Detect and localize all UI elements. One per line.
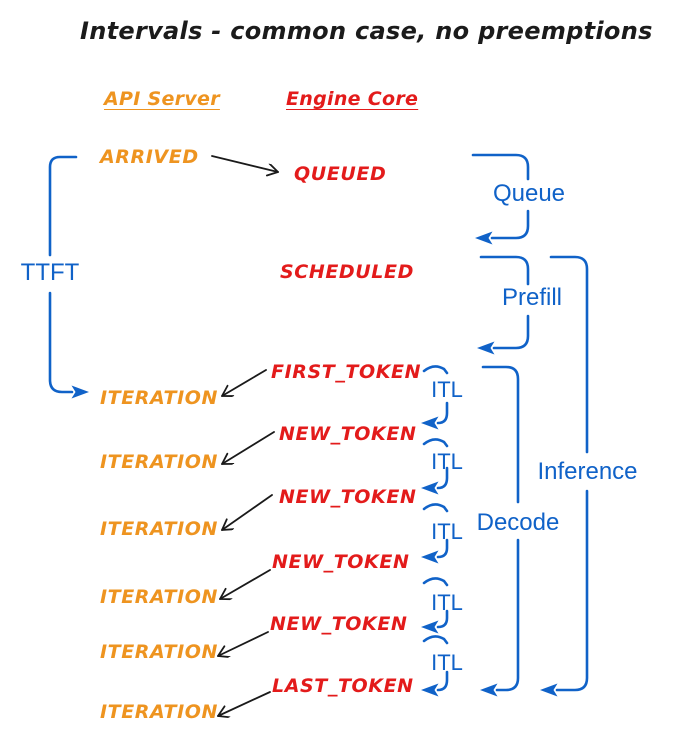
interval-label-inference: Inference	[537, 458, 638, 485]
event-new-token-3: NEW_TOKEN	[272, 551, 410, 573]
itl2-bracket-arrow	[421, 466, 449, 495]
event-queued: QUEUED	[294, 163, 387, 185]
event-iteration-1: ITERATION	[100, 387, 219, 409]
itl1-bracket-arrow	[421, 401, 449, 430]
event-iteration-6: ITERATION	[100, 701, 219, 723]
interval-label-ttft: TTFT	[20, 259, 80, 286]
interval-label-itl-4: ITL	[431, 590, 463, 615]
arrow-arrived-to-queued	[211, 155, 279, 172]
prefill-bracket-top	[479, 255, 530, 286]
arrow-last-token-to-iteration	[217, 691, 271, 716]
event-iteration-5: ITERATION	[100, 641, 219, 663]
itl3-bracket-arrow	[421, 538, 449, 564]
interval-label-itl-5: ITL	[431, 650, 463, 675]
decode-bracket-arrow	[480, 538, 520, 697]
event-last-token: LAST_TOKEN	[272, 675, 414, 697]
event-new-token-2: NEW_TOKEN	[279, 486, 417, 508]
interval-label-decode: Decode	[476, 509, 560, 536]
event-iteration-2: ITERATION	[100, 451, 219, 473]
inference-bracket-top	[549, 255, 589, 454]
interval-label-prefill: Prefill	[501, 284, 562, 311]
event-new-token-1: NEW_TOKEN	[279, 423, 417, 445]
queue-bracket-top	[471, 153, 530, 181]
column-header-engine-core: Engine Core	[286, 88, 419, 110]
decode-bracket-top	[481, 365, 520, 504]
itl5-bracket-top	[422, 635, 449, 645]
inference-bracket-arrow	[540, 489, 589, 697]
interval-label-itl-2: ITL	[431, 449, 463, 474]
prefill-bracket-arrow	[477, 314, 530, 355]
ttft-bracket-arrow	[48, 291, 89, 399]
arrow-new-token3-to-iteration	[219, 569, 271, 599]
event-arrived: ARRIVED	[100, 146, 199, 168]
event-first-token: FIRST_TOKEN	[271, 361, 422, 383]
event-iteration-3: ITERATION	[100, 518, 219, 540]
interval-label-itl-3: ITL	[431, 519, 463, 544]
diagram-title: Intervals - common case, no preemptions	[80, 17, 653, 45]
event-iteration-4: ITERATION	[100, 586, 219, 608]
arrow-new-token1-to-iteration	[221, 431, 275, 465]
arrow-new-token2-to-iteration	[221, 494, 273, 531]
event-new-token-4: NEW_TOKEN	[270, 613, 408, 635]
event-scheduled: SCHEDULED	[280, 261, 414, 283]
itl3-bracket-top	[422, 503, 449, 513]
itl5-bracket-arrow	[421, 670, 449, 697]
column-header-api-server: API Server	[104, 88, 220, 110]
itl4-bracket-top	[422, 577, 449, 587]
ttft-bracket-top	[48, 155, 78, 257]
arrow-first-token-to-iteration	[221, 369, 267, 396]
arrow-new-token4-to-iteration	[217, 631, 269, 656]
itl4-bracket-arrow	[421, 609, 449, 634]
itl1-bracket-top	[422, 365, 449, 375]
interval-label-queue: Queue	[492, 180, 566, 207]
interval-label-itl-1: ITL	[431, 377, 463, 402]
itl2-bracket-top	[422, 438, 449, 448]
queue-bracket-arrow	[475, 209, 530, 245]
